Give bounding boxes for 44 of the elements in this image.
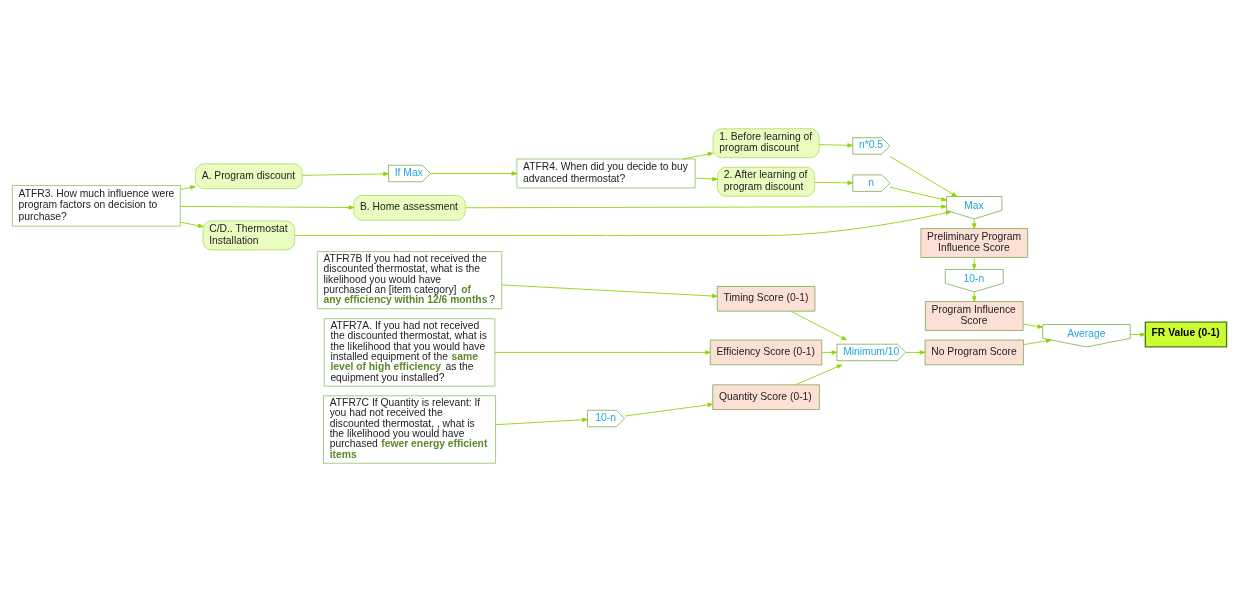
arrow (905, 350, 926, 355)
arrow (495, 417, 588, 426)
arrow (494, 350, 711, 355)
arrow (972, 218, 977, 229)
node-box: ATFR7A. If you had not received the discounted thermostat, what is the likelihood that you would have installed equipment of the same level of high efficiency as the equipment you installed? (323, 318, 496, 387)
arrow (790, 310, 847, 341)
node-box: No Program Score (924, 339, 1024, 366)
arrow (795, 364, 843, 386)
node-box: Program Influence Score (925, 301, 1024, 331)
arrow (301, 171, 389, 177)
arrow (624, 402, 714, 417)
arrow (682, 152, 714, 160)
node-box: C/D.. Thermostat Installation (202, 220, 295, 251)
arrow (821, 350, 838, 355)
arrow (1022, 323, 1044, 329)
arrow (972, 291, 977, 302)
arrow (889, 186, 947, 202)
node-box: ATFR7C If Quantity is relevant: If you had not received the discounted thermostat, , what is the likelihood you would have purchased fewer energy efficient items (323, 395, 496, 464)
node-box: B. Home assessment (353, 195, 466, 221)
arrow (180, 221, 204, 228)
node-box: 1. Before learning of program discount (712, 128, 820, 158)
node-box: A. Program discount (195, 163, 303, 189)
arrow (818, 143, 854, 148)
node-box: FR Value (0-1) (1144, 321, 1228, 348)
arrow (180, 185, 196, 190)
node-box: Efficiency Score (0-1) (709, 339, 823, 366)
node-box: 2. After learning of program discount (717, 166, 815, 197)
arrow (889, 156, 958, 197)
arrow (179, 205, 355, 210)
arrow (972, 257, 977, 270)
node-box: ATFR3. How much influence were program factors on decision to purchase? (12, 185, 181, 227)
node-box: Timing Score (0-1) (716, 286, 816, 312)
arrow (501, 284, 718, 299)
arrow (694, 176, 718, 182)
node-box: ATFR4. When did you decide to buy advanced thermostat? (516, 158, 696, 189)
arrow (465, 204, 947, 209)
arrow (1023, 338, 1052, 346)
node-box: Preliminary Program Influence Score (920, 228, 1028, 258)
arrow (814, 180, 854, 185)
arrow (294, 210, 952, 236)
node-box: Quantity Score (0-1) (712, 384, 820, 410)
arrow (430, 171, 518, 176)
arrow (1130, 332, 1146, 337)
node-box: ATFR7B If you had not received the discounted thermostat, what is the likelihood you would have purchased an [item category] of any efficiency within 12/6 months? (316, 251, 503, 310)
